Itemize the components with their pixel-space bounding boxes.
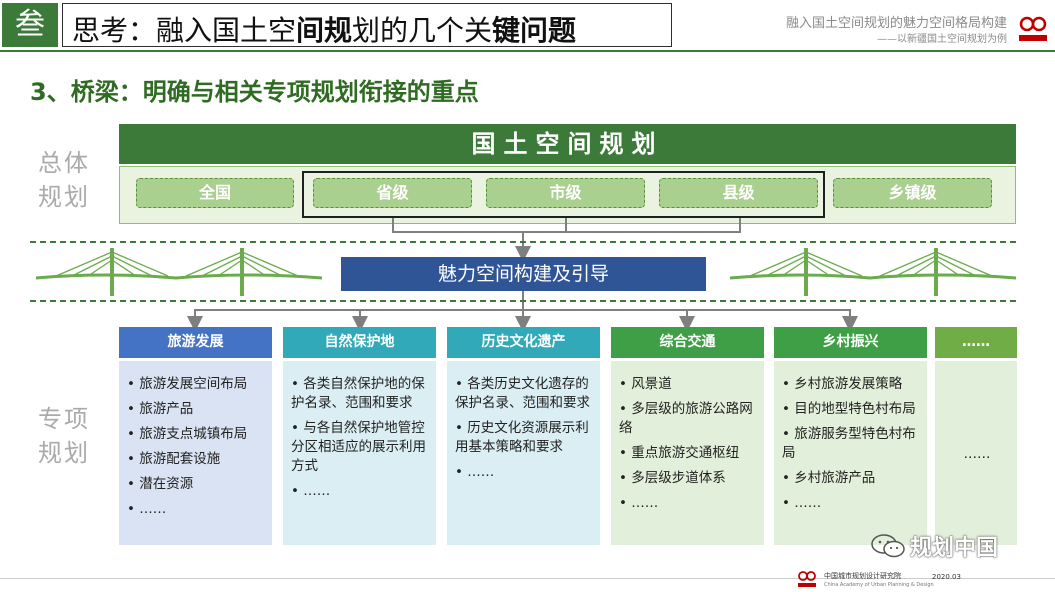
footer-organization-en: China Academy of Urban Planning & Design (824, 582, 934, 588)
list-item: • 各类自然保护地的保护名录、范围和要求 (291, 376, 425, 411)
side-label-line: 规划 (38, 439, 90, 467)
footer-logo-icon (798, 571, 816, 587)
header-subtitle-2: ——以新疆国土空间规划为例 (877, 34, 1007, 45)
footer-date: 2020.03 (932, 573, 961, 581)
footer-divider (0, 578, 1055, 579)
list-item: • …… (291, 483, 331, 499)
column-body: …… (935, 361, 1017, 545)
list-item: • 目的地型特色村布局 (782, 401, 916, 417)
selected-levels-frame (302, 171, 825, 218)
divider-top (30, 241, 1016, 243)
bridge-left-icon (36, 248, 322, 296)
header-title-frame (62, 3, 672, 47)
list-item: • 多层级步道体系 (619, 470, 726, 486)
page-title: 思考：融入国土空间规划的几个关键问题 (72, 14, 577, 47)
overall-plan-label: 总体规划 (38, 146, 90, 214)
list-item: …… (963, 446, 991, 462)
wechat-icon (871, 534, 905, 558)
list-item: • 旅游服务型特色村布局 (782, 426, 916, 461)
list-item: • 旅游产品 (127, 401, 194, 417)
list-item: • …… (127, 501, 167, 517)
section-heading: 3、桥梁：明确与相关专项规划衔接的重点 (30, 78, 479, 106)
level-provincial: 省级 (313, 178, 472, 208)
column-header: 乡村振兴 (774, 327, 927, 358)
column-header: 综合交通 (611, 327, 764, 358)
list-item: • 与各自然保护地管控分区相适应的展示利用方式 (291, 420, 426, 474)
list-item: • 多层级的旅游公路网络 (619, 401, 753, 436)
level-national: 全国 (136, 178, 294, 208)
bridge-right-icon (730, 248, 1016, 296)
list-item: • …… (619, 495, 659, 511)
header-subtitle: 融入国土空间规划的魅力空间格局构建 (785, 16, 1007, 31)
column-header: …… (935, 327, 1017, 358)
list-item: • …… (782, 495, 822, 511)
list-item: • 各类历史文化遗存的保护名录、范围和要求 (455, 376, 590, 411)
level-county: 县级 (659, 178, 818, 208)
level-city: 市级 (486, 178, 645, 208)
list-item: • 旅游发展空间布局 (127, 376, 248, 392)
charm-space-guidance-box: 魅力空间构建及引导 (341, 257, 706, 291)
column-header: 自然保护地 (283, 327, 436, 358)
list-item: • 风景道 (619, 376, 672, 392)
list-item: • 乡村旅游发展策略 (782, 376, 903, 392)
overall-plan-label-text: 总体规划 (38, 146, 90, 214)
level-township: 乡镇级 (833, 178, 992, 208)
watermark-text: 规划中国 (910, 536, 999, 561)
list-item: • 重点旅游交通枢纽 (619, 445, 740, 461)
column-body: • 各类自然保护地的保护名录、范围和要求 • 与各自然保护地管控分区相适应的展示利… (283, 361, 436, 545)
territorial-planning-banner: 国土空间规划 (119, 124, 1016, 164)
special-plan-label: 专项规划 (38, 402, 90, 470)
section-number: 叁 (2, 3, 58, 47)
list-item: • …… (455, 464, 495, 480)
side-label-line: 规划 (38, 183, 90, 211)
column-header: 旅游发展 (119, 327, 272, 358)
side-label-line: 专项 (38, 405, 90, 433)
list-item: • 旅游配套设施 (127, 451, 221, 467)
header-divider (0, 50, 1055, 52)
special-plan-label-text: 专项规划 (38, 402, 90, 470)
side-label-line: 总体 (38, 149, 90, 177)
column-body: • 乡村旅游发展策略 • 目的地型特色村布局 • 旅游服务型特色村布局 • 乡村旅游产… (774, 361, 927, 545)
list-item: • 潜在资源 (127, 476, 194, 492)
footer-organization: 中国城市规划设计研究院 (824, 572, 901, 580)
column-header: 历史文化遗产 (447, 327, 600, 358)
column-body: • 旅游发展空间布局 • 旅游产品 • 旅游支点城镇布局 • 旅游配套设施 • 潜在资源… (119, 361, 272, 545)
list-item: • 历史文化资源展示利用基本策略和要求 (455, 420, 589, 455)
column-body: • 风景道 • 多层级的旅游公路网络 • 重点旅游交通枢纽 • 多层级步道体系 • …… (611, 361, 764, 545)
list-item: • 乡村旅游产品 (782, 470, 876, 486)
list-item: • 旅游支点城镇布局 (127, 426, 248, 442)
divider-bottom (30, 300, 1016, 302)
institute-logo-icon (1019, 16, 1047, 41)
column-body: • 各类历史文化遗存的保护名录、范围和要求 • 历史文化资源展示利用基本策略和要求… (447, 361, 600, 545)
